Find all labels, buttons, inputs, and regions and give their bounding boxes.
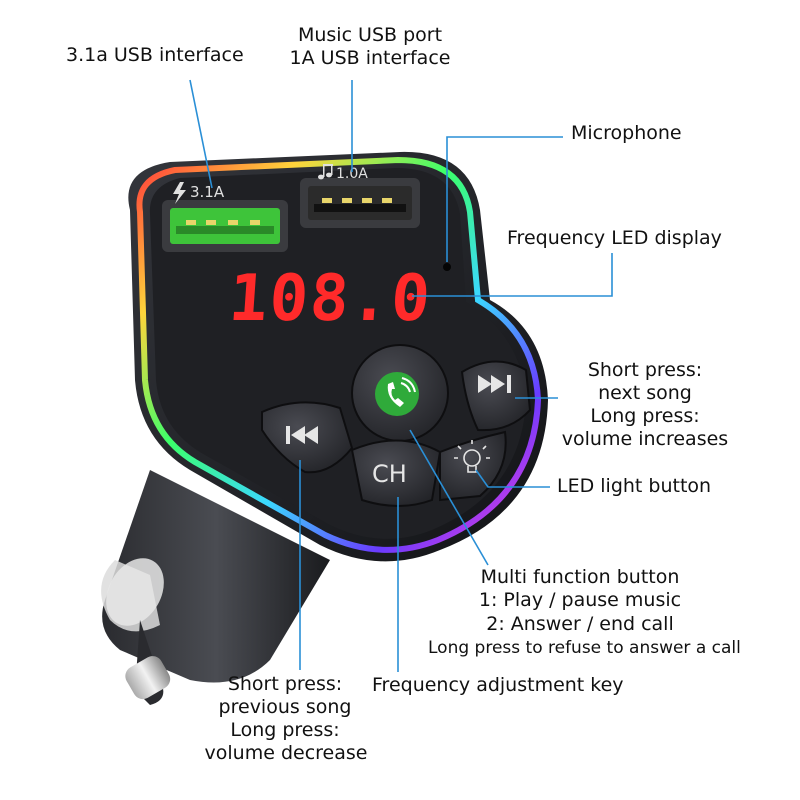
label-led-light-button: LED light button: [557, 475, 712, 497]
usb-port-fast[interactable]: [162, 200, 288, 252]
multi-function-button[interactable]: [351, 344, 449, 442]
usb-fast-rating: 3.1A: [190, 183, 225, 201]
music-note-icon: [318, 164, 333, 180]
label-prev-line3: Long press:: [230, 719, 340, 741]
label-multi-title: Multi function button: [480, 566, 680, 588]
label-multi-line3: Long press to refuse to answer a call: [428, 638, 741, 658]
next-track-icon: [478, 375, 511, 393]
label-microphone: Microphone: [571, 122, 682, 144]
light-bulb-icon: [454, 440, 490, 473]
callout-led-light: [475, 469, 550, 488]
usb-port-music[interactable]: [300, 178, 420, 228]
callout-multi-function: [409, 429, 489, 566]
callout-usb-fast: [189, 79, 213, 189]
label-music-usb-line1: Music USB port: [297, 24, 443, 46]
label-prev-line1: Short press:: [227, 673, 343, 695]
label-multi-line1: 1: Play / pause music: [478, 589, 682, 611]
previous-track-button[interactable]: [261, 401, 354, 474]
callout-frequency-led: [412, 253, 613, 297]
next-track-button[interactable]: [460, 360, 532, 432]
label-frequency-key: Frequency adjustment key: [372, 674, 624, 696]
label-next-line3: Long press:: [590, 405, 700, 427]
cigarette-plug: [101, 470, 330, 705]
label-prev-line4: volume decrease: [204, 742, 368, 764]
ch-button-label: CH: [372, 460, 407, 488]
callout-lines: [189, 79, 613, 672]
frequency-display: 108.0: [227, 262, 435, 336]
phone-call-icon: [375, 372, 419, 416]
ch-frequency-button[interactable]: CH: [350, 439, 442, 507]
label-usb-fast: 3.1a USB interface: [66, 44, 244, 66]
label-prev-line2: previous song: [218, 696, 352, 718]
label-next-line4: volume increases: [561, 428, 729, 450]
microphone-hole: [443, 263, 451, 271]
usb-music-rating: 1.0A: [336, 166, 368, 182]
label-next-line2: next song: [598, 382, 692, 404]
previous-track-icon: [286, 426, 318, 444]
label-frequency-led: Frequency LED display: [507, 227, 722, 249]
label-multi-line2: 2: Answer / end call: [486, 613, 674, 635]
led-light-button[interactable]: [439, 430, 507, 502]
callout-microphone: [446, 136, 563, 262]
label-music-usb-line2: 1A USB interface: [289, 47, 451, 69]
lightning-icon: [173, 182, 186, 204]
label-next-line1: Short press:: [587, 359, 703, 381]
